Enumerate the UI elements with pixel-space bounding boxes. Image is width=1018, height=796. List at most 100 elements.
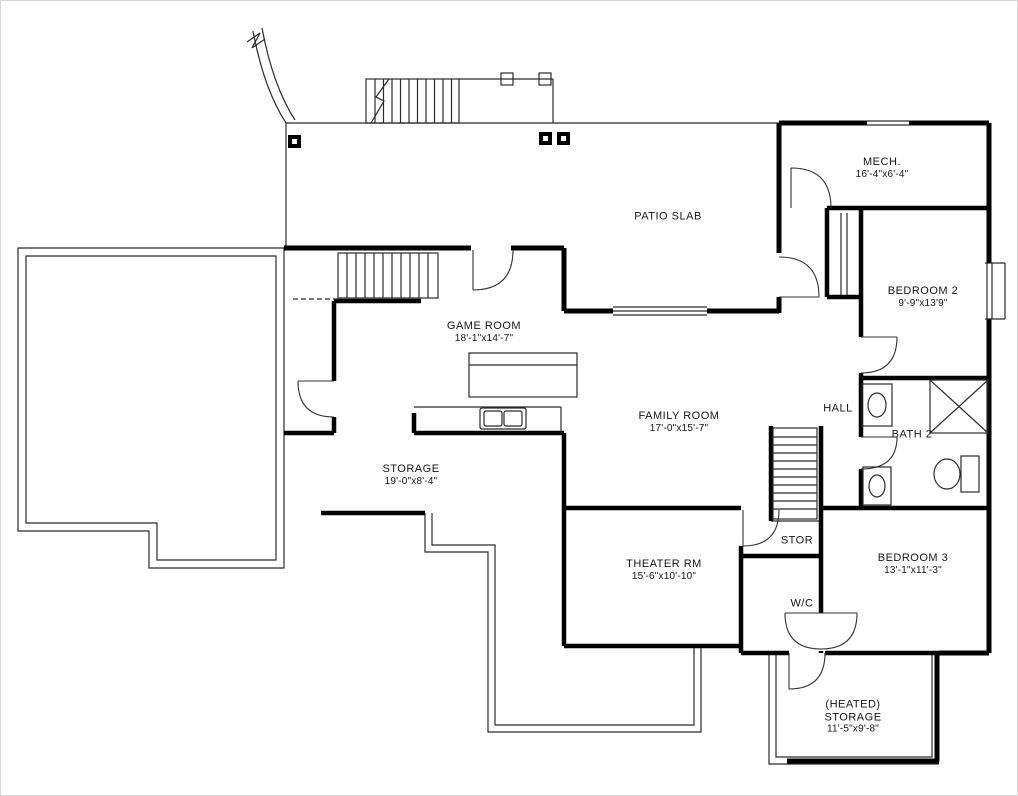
room-label-theater-rm: THEATER RM 15'-6"x10'-10"	[626, 558, 702, 582]
break-mark-icon	[246, 32, 266, 49]
room-label-stor: STOR	[781, 535, 813, 548]
room-dims: 16'-4"x6'-4"	[855, 168, 909, 180]
door-theater-icon	[742, 509, 780, 547]
room-dims: 17'-0"x15'-7"	[649, 422, 709, 434]
door-game-room-icon	[472, 249, 514, 291]
room-dims: 13'-1"x11'-3"	[884, 564, 942, 576]
doors	[297, 167, 898, 690]
windows	[867, 118, 1006, 320]
site-and-slab-lines	[17, 27, 939, 765]
toilet-tank	[960, 455, 980, 493]
bay-window-icon	[985, 262, 1006, 320]
exterior-stair	[365, 78, 460, 124]
room-label-bedroom-2: BEDROOM 2 9'-9"x13'9"	[888, 285, 959, 309]
interior-walls	[284, 205, 989, 656]
sink-bowl	[483, 410, 503, 427]
sink-icon	[868, 474, 886, 498]
left-area-outer-wall	[17, 247, 285, 569]
room-name: BEDROOM 3	[877, 551, 949, 564]
sink-icon	[867, 392, 887, 418]
room-dims: 18'-1"x14'-7"	[454, 332, 514, 344]
interior-stair	[293, 252, 439, 300]
stair-treads	[773, 436, 817, 510]
door-left-area-icon	[297, 380, 335, 418]
curved-wall	[252, 27, 296, 124]
room-label-game-room: GAME ROOM 18'-1"x14'-7"	[447, 320, 521, 344]
window-icon	[867, 120, 909, 126]
door-heated-storage-icon	[788, 652, 826, 690]
door-hall-patio-icon	[778, 256, 820, 298]
bath-fixtures	[861, 379, 989, 506]
room-name: STORAGE	[382, 462, 440, 475]
room-label-bedroom-3: BEDROOM 3 13'-1"x11'-3"	[878, 552, 949, 576]
room-label-hall: HALL	[823, 403, 853, 416]
stair-treads	[374, 79, 453, 123]
sink-bowl	[503, 410, 523, 427]
stair-outline	[337, 252, 439, 299]
room-name: STOR	[780, 534, 814, 547]
heated-storage-inner	[775, 653, 933, 758]
room-label-wc: W/C	[791, 598, 814, 611]
room-label-heated-storage: (HEATED) STORAGE 11'-5"x9'-8"	[824, 699, 881, 736]
door-bath2-icon	[860, 436, 898, 470]
wall-segment	[284, 120, 992, 764]
room-name: PATIO SLAB	[634, 210, 702, 223]
sliding-door	[613, 306, 707, 316]
shelf-lines	[840, 213, 848, 295]
room-label-bath-2: BATH 2	[892, 429, 933, 442]
room-dims: 15'-6"x10'-10"	[631, 570, 697, 582]
walkway-edge	[459, 78, 554, 123]
room-name: THEATER RM	[626, 557, 702, 570]
left-area-inner-wall	[25, 255, 277, 561]
kitchen-sink-icon	[479, 407, 527, 430]
stair-break-line	[370, 78, 390, 124]
column-core	[561, 136, 566, 141]
window-gap	[867, 118, 909, 128]
column-core	[543, 136, 548, 141]
room-label-family-room: FAMILY ROOM 17'-0"x15'-7"	[639, 410, 720, 434]
patio-slab-edge	[285, 122, 779, 248]
room-label-mech: MECH. 16'-4"x6'-4"	[856, 156, 909, 180]
footing-icon	[500, 72, 514, 86]
shower-icon	[929, 379, 989, 434]
room-name: BATH 2	[891, 428, 933, 441]
door-wc-icon	[784, 612, 822, 650]
exterior-walls	[284, 120, 992, 764]
room-name: MECH.	[863, 155, 901, 168]
door-bedroom2-icon	[860, 336, 898, 374]
room-dims: 19'-0"x8'-4"	[384, 475, 438, 487]
room-label-patio-slab: PATIO SLAB	[634, 211, 702, 224]
room-name: GAME ROOM	[446, 319, 522, 332]
toilet-icon	[933, 458, 961, 490]
door-mech-icon	[790, 167, 832, 209]
bar-island	[468, 352, 578, 398]
room-name: HALL	[823, 402, 853, 415]
room-name: FAMILY ROOM	[638, 409, 720, 422]
counter-edge	[414, 406, 562, 433]
closet-shelves	[840, 213, 848, 295]
room-name: (HEATED)	[825, 698, 881, 711]
patio-columns	[288, 72, 570, 148]
room-dims: 11'-5"x9'-8"	[826, 723, 880, 735]
shower-x-mark	[929, 379, 989, 434]
stair-outline	[772, 427, 818, 520]
column-core	[292, 139, 297, 144]
room-name-line2: STORAGE	[824, 711, 882, 724]
room-name: BEDROOM 2	[887, 284, 959, 297]
room-name: W/C	[790, 597, 814, 610]
room-dims: 9'-9"x13'9"	[898, 297, 948, 309]
kitchen-fixtures	[414, 352, 578, 433]
vanity	[862, 466, 892, 506]
window-gap	[985, 263, 994, 319]
lower-boundary-outer	[424, 513, 702, 733]
room-label-storage: STORAGE 19'-0"x8'-4"	[382, 463, 439, 487]
door-bedroom3-icon	[820, 612, 858, 650]
footing-icon	[538, 72, 552, 86]
stair-treads	[346, 253, 429, 298]
wall-segment	[284, 205, 989, 656]
heated-storage-outer	[768, 653, 939, 765]
vanity	[861, 383, 893, 427]
lower-boundary-inner	[431, 513, 695, 726]
